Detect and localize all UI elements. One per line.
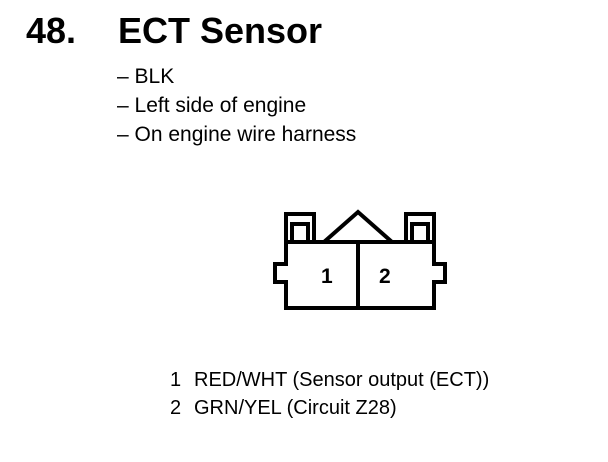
note-location: – Left side of engine	[117, 94, 307, 117]
pin-description: GRN/YEL (Circuit Z28)	[194, 397, 397, 419]
pin-row: 1 RED/WHT (Sensor output (ECT))	[170, 366, 489, 394]
pin-list: 1 RED/WHT (Sensor output (ECT)) 2 GRN/YEL …	[170, 366, 489, 422]
connector-pin-1-label: 1	[321, 265, 333, 288]
pin-description: RED/WHT (Sensor output (ECT))	[194, 369, 490, 391]
component-number: 48.	[26, 10, 77, 51]
pin-number: 2	[170, 397, 182, 419]
note-color: – BLK	[117, 65, 175, 88]
connector-pin-2-label: 2	[379, 265, 391, 288]
page-heading: 48. ECT Sensor	[26, 8, 322, 54]
connector-outline	[273, 209, 447, 310]
pin-number: 1	[170, 369, 182, 391]
pin-row: 2 GRN/YEL (Circuit Z28)	[170, 394, 489, 422]
note-harness: – On engine wire harness	[117, 123, 357, 146]
connector-diagram: 1 2	[268, 200, 458, 322]
component-notes: – BLK – Left side of engine – On engine …	[117, 62, 356, 149]
component-title: ECT Sensor	[118, 10, 323, 51]
